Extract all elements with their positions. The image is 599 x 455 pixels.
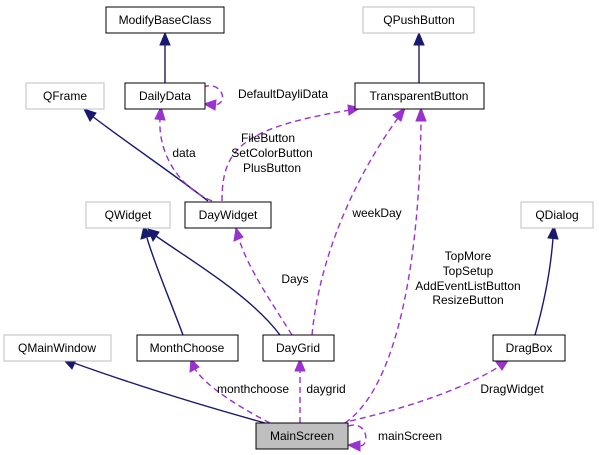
label-setcolorbutton: SetColorButton: [231, 146, 312, 160]
node-dailydata[interactable]: DailyData: [124, 82, 206, 110]
node-qpushbutton: QPushButton: [362, 6, 475, 34]
arrowhead-qframe: [83, 108, 97, 122]
label-monthchoose: monthchoose: [217, 382, 289, 396]
node-daywidget[interactable]: DayWidget: [184, 201, 272, 229]
label-dragwidget: DragWidget: [480, 382, 544, 396]
label-daygrid: daygrid: [306, 382, 345, 396]
edge-dragbox-inherits-qdialog: [534, 237, 554, 336]
label-topmore: TopMore: [445, 249, 492, 263]
arrowhead-qwidget-from-daygrid: [147, 228, 160, 243]
edge-daygrid-inherits-qwidget: [155, 235, 281, 336]
arrowhead-monthchoose-from-mainscreen: [189, 357, 200, 373]
node-label: QPushButton: [383, 13, 454, 27]
node-label: DragBox: [506, 341, 553, 355]
label-days: Days: [281, 272, 308, 286]
node-label: QFrame: [43, 89, 87, 103]
node-mainscreen[interactable]: MainScreen: [255, 422, 349, 450]
node-transparentbutton[interactable]: TransparentButton: [354, 82, 485, 110]
arrowhead-daywidget-from-daygrid: [233, 226, 244, 242]
node-modifybaseclass[interactable]: ModifyBaseClass: [105, 6, 225, 34]
label-mainscreen-self: mainScreen: [378, 429, 442, 443]
edge-daywidget-uses-dailydata: [159, 117, 213, 202]
label-weekday: weekDay: [351, 206, 401, 220]
node-label: DayGrid: [276, 341, 320, 355]
edge-daygrid-uses-transparentbutton-weekday: [311, 117, 399, 336]
label-data: data: [172, 146, 196, 160]
inheritance-edges: [61, 31, 559, 424]
node-label: DailyData: [139, 89, 191, 103]
edge-mainscreen-inherits-qmainwindow: [73, 362, 266, 424]
label-filebutton: FileButton: [241, 131, 295, 145]
node-label: MainScreen: [270, 429, 334, 443]
node-qdialog: QDialog: [520, 201, 594, 229]
edge-mainscreen-self-mainscreen: [347, 424, 367, 447]
arrowhead-dailydata-from-daywidget: [154, 105, 166, 121]
node-label: MonthChoose: [150, 341, 225, 355]
arrowhead-transparentbutton-from-mainscreen: [415, 106, 427, 122]
arrowhead-transparentbutton-from-daygrid: [392, 106, 406, 122]
edge-daygrid-uses-daywidget: [238, 238, 293, 336]
label-plusbutton: PlusButton: [243, 161, 301, 175]
arrowhead-qwidget-from-monthchoose: [140, 224, 152, 240]
edge-mainscreen-uses-monthchoose: [194, 368, 271, 424]
node-label: ModifyBaseClass: [119, 13, 212, 27]
label-default-dayli-data: DefaultDayliData: [238, 87, 328, 101]
arrowhead-modifybaseclass: [159, 31, 171, 46]
node-monthchoose[interactable]: MonthChoose: [136, 334, 239, 362]
usage-edges: [154, 85, 511, 452]
arrowhead-mainscreen-self: [346, 440, 361, 452]
label-addeventlistbutton: AddEventListButton: [415, 279, 520, 293]
edge-mainscreen-uses-dragbox: [349, 365, 501, 422]
arrowhead-daygrid-from-mainscreen: [294, 357, 306, 372]
node-label: QDialog: [535, 208, 578, 222]
edge-labels: DefaultDayliData data FileButton SetColo…: [172, 87, 544, 443]
edge-daywidget-inherits-qframe: [91, 115, 209, 202]
edge-monthchoose-inherits-qwidget: [146, 237, 184, 336]
node-dragbox[interactable]: DragBox: [492, 334, 566, 362]
node-qframe: QFrame: [25, 82, 105, 110]
edge-daywidget-uses-transparentbutton: [221, 109, 351, 202]
node-label: TransparentButton: [370, 89, 469, 103]
edge-dailydata-self-defaultdaylidata: [202, 85, 224, 106]
node-qwidget: QWidget: [85, 201, 171, 229]
arrowhead-qpushbutton: [413, 31, 425, 46]
node-qmainwindow: QMainWindow: [3, 334, 112, 362]
arrowhead-dailydata-self: [202, 99, 217, 111]
edge-mainscreen-uses-transparentbutton: [344, 119, 422, 424]
node-label: QMainWindow: [18, 341, 96, 355]
node-daygrid[interactable]: DayGrid: [262, 334, 335, 362]
node-label: DayWidget: [199, 208, 258, 222]
label-topsetup: TopSetup: [443, 264, 494, 278]
node-label: QWidget: [105, 208, 152, 222]
label-resizebutton: ResizeButton: [432, 293, 503, 307]
arrowhead-qdialog: [547, 224, 559, 240]
